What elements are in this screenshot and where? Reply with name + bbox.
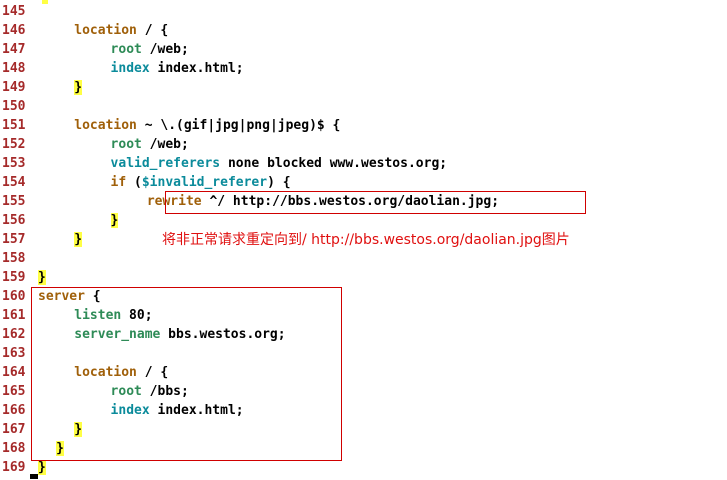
code-token: valid_referers bbox=[110, 156, 221, 171]
code-token: index.html; bbox=[149, 403, 244, 418]
code-token: bbs.westos.org; bbox=[160, 327, 286, 342]
line-number: 161 bbox=[2, 308, 26, 323]
scroll-top-highlight bbox=[42, 0, 48, 4]
line-number: 168 bbox=[2, 441, 26, 456]
line-number: 163 bbox=[2, 346, 26, 361]
code-token: rewrite bbox=[146, 194, 202, 209]
code-token: root bbox=[110, 42, 142, 57]
code-token: $invalid_referer bbox=[141, 175, 268, 190]
code-text: index index.html; bbox=[111, 401, 244, 420]
rewrite-highlight-box bbox=[165, 191, 586, 214]
code-token: ( bbox=[126, 175, 142, 190]
matching-brace: } bbox=[110, 213, 119, 228]
matching-brace: } bbox=[56, 441, 64, 456]
code-text: location / { bbox=[74, 21, 168, 40]
code-token: server_name bbox=[74, 327, 161, 342]
code-text: listen 80; bbox=[74, 306, 152, 325]
line-number: 166 bbox=[2, 403, 26, 418]
code-token: root bbox=[110, 137, 142, 152]
code-token: location bbox=[74, 365, 137, 380]
code-text: } bbox=[74, 78, 83, 97]
code-token: if bbox=[110, 175, 127, 190]
code-text: server { bbox=[38, 287, 101, 306]
code-token: listen bbox=[74, 308, 122, 323]
line-number: 169 bbox=[2, 460, 26, 475]
code-text: if ($invalid_referer) { bbox=[111, 173, 291, 192]
code-token: location bbox=[74, 23, 137, 38]
line-number: 165 bbox=[2, 384, 26, 399]
line-number: 158 bbox=[2, 251, 26, 266]
code-token: root bbox=[110, 384, 142, 399]
code-text: } bbox=[38, 268, 46, 287]
matching-brace: } bbox=[74, 422, 83, 437]
line-number: 151 bbox=[2, 118, 26, 133]
line-number: 156 bbox=[2, 213, 26, 228]
line-number: 159 bbox=[2, 270, 26, 285]
code-token: / { bbox=[136, 23, 169, 38]
code-token: /bbs; bbox=[141, 384, 189, 399]
code-token: server bbox=[38, 289, 85, 304]
line-number: 145 bbox=[2, 4, 26, 19]
line-number: 157 bbox=[2, 232, 26, 247]
code-token: ^/ http://bbs.westos.org/daolian.jpg; bbox=[201, 194, 500, 209]
code-text: location ~ \.(gif|jpg|png|jpeg)$ { bbox=[74, 116, 340, 135]
code-token: location bbox=[74, 118, 137, 133]
code-token: 80; bbox=[121, 308, 153, 323]
code-token: index.html; bbox=[149, 61, 244, 76]
line-number: 160 bbox=[2, 289, 26, 304]
line-number: 155 bbox=[2, 194, 26, 209]
text-cursor bbox=[30, 474, 38, 479]
code-text: root /bbs; bbox=[111, 382, 189, 401]
line-number: 149 bbox=[2, 80, 26, 95]
code-text: } bbox=[74, 230, 83, 249]
code-token: { bbox=[84, 289, 101, 304]
code-text: } bbox=[56, 439, 64, 458]
matching-brace: } bbox=[74, 232, 83, 247]
code-token: index bbox=[110, 61, 150, 76]
server-block-highlight-box bbox=[31, 287, 342, 461]
code-text: root /web; bbox=[111, 40, 189, 59]
code-text: valid_referers none blocked www.westos.o… bbox=[111, 154, 448, 173]
code-token: ) { bbox=[267, 175, 291, 190]
code-token: / { bbox=[136, 365, 169, 380]
code-text: } bbox=[74, 420, 83, 439]
line-number: 154 bbox=[2, 175, 26, 190]
code-text: } bbox=[110, 211, 119, 230]
code-text: root /web; bbox=[111, 135, 189, 154]
line-number: 164 bbox=[2, 365, 26, 380]
line-number: 167 bbox=[2, 422, 26, 437]
line-number: 147 bbox=[2, 42, 26, 57]
line-number: 150 bbox=[2, 99, 26, 114]
matching-brace: } bbox=[38, 460, 46, 475]
code-token: none blocked www.westos.org; bbox=[220, 156, 448, 171]
matching-brace: } bbox=[38, 270, 46, 285]
line-number: 152 bbox=[2, 137, 26, 152]
code-token: ~ \.(gif|jpg|png|jpeg)$ { bbox=[136, 118, 341, 133]
code-text: index index.html; bbox=[111, 59, 244, 78]
line-number: 162 bbox=[2, 327, 26, 342]
line-number: 153 bbox=[2, 156, 26, 171]
code-text: server_name bbs.westos.org; bbox=[74, 325, 285, 344]
line-number: 148 bbox=[2, 61, 26, 76]
code-text: } bbox=[38, 458, 46, 477]
matching-brace: } bbox=[74, 80, 83, 95]
code-token: /web; bbox=[141, 137, 189, 152]
code-token: index bbox=[110, 403, 150, 418]
code-text: rewrite ^/ http://bbs.westos.org/daolian… bbox=[147, 192, 499, 211]
annotation-text: 将非正常请求重定向到/ http://bbs.westos.org/daolia… bbox=[162, 232, 570, 248]
code-token: /web; bbox=[141, 42, 189, 57]
code-text: location / { bbox=[74, 363, 168, 382]
line-number: 146 bbox=[2, 23, 26, 38]
